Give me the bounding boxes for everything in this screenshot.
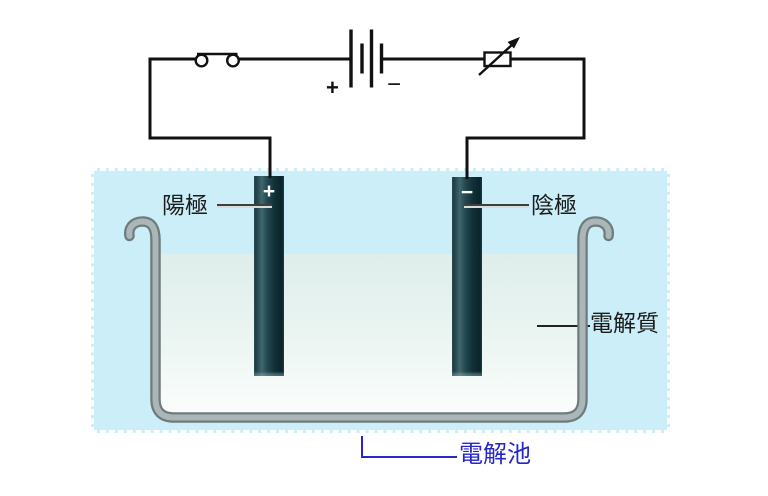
switch-icon [194, 52, 240, 68]
anode-electrode: + [254, 176, 284, 376]
battery-plus-label: + [326, 75, 339, 100]
electrolyte-label: 電解質 [590, 310, 659, 336]
anode-leader-line [217, 204, 272, 208]
rheostat-icon [478, 37, 520, 76]
anode-plus-sign: + [262, 180, 276, 203]
anode-label: 陽極 [162, 192, 208, 218]
electrolyte-leader-line [537, 325, 590, 327]
electrolyte-liquid [160, 254, 580, 415]
cathode-label: 陰極 [531, 192, 577, 218]
cathode-electrode: − [452, 177, 482, 376]
cathode-minus-sign: − [460, 181, 474, 204]
cell-bracket-vertical [361, 436, 363, 458]
wire-right [383, 57, 586, 179]
battery-icon [349, 29, 384, 88]
cell-bracket-horizontal [361, 456, 457, 458]
wire-left [148, 57, 272, 178]
cell-label: 電解池 [459, 441, 531, 468]
cathode-leader-line [464, 204, 529, 208]
battery-minus-label: − [387, 71, 402, 98]
